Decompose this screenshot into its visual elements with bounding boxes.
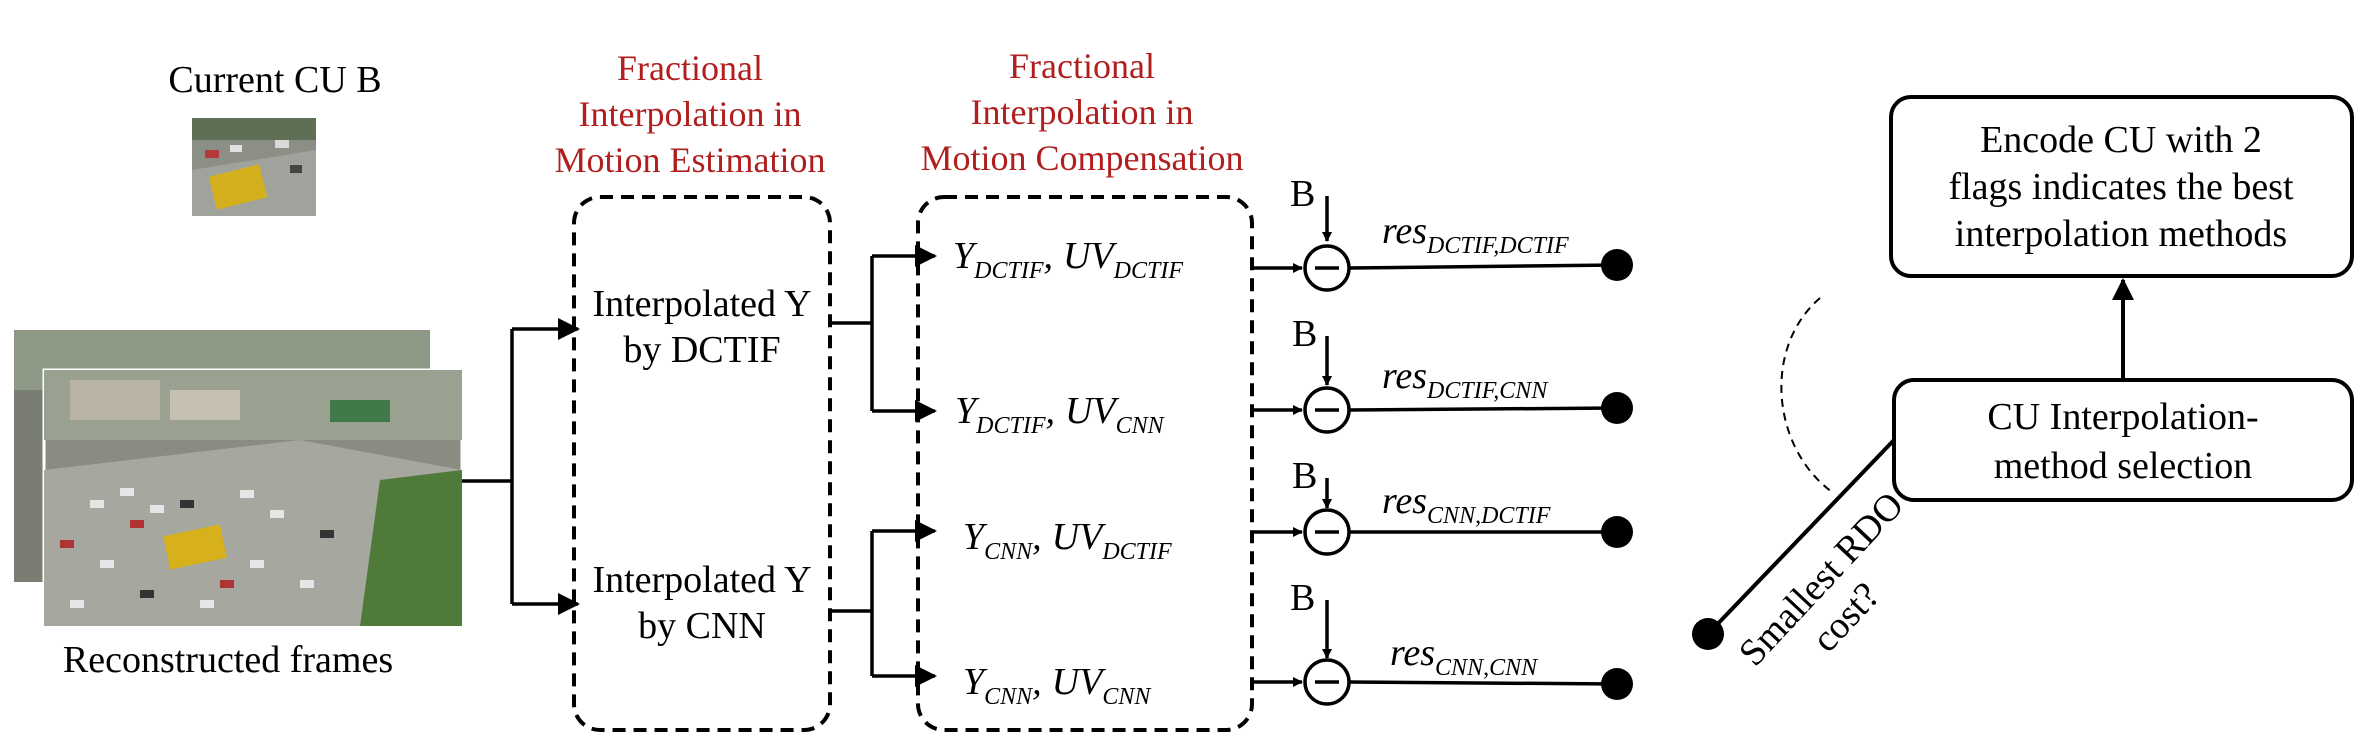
rdo-label: Smallest RDOcost?	[1731, 484, 1944, 704]
combo-y-subscript: DCTIF	[975, 413, 1046, 439]
reconstructed-frames-label: Reconstructed frames	[63, 639, 393, 681]
svg-text:YCNN,UVCNN: YCNN,UVCNN	[963, 661, 1152, 710]
output-node	[1601, 249, 1633, 281]
reconstructed-frames-image	[14, 330, 464, 628]
stage-me-title-line1: Fractional	[617, 48, 763, 88]
combo-y-subscript: CNN	[984, 684, 1034, 710]
residual-symbol: res	[1390, 632, 1435, 674]
interp-dctif-line1: Interpolated Y	[592, 283, 811, 325]
combo-y-symbol: Y	[963, 661, 988, 703]
subtractor-row: B resCNN,DCTIF	[1252, 455, 1633, 556]
current-cu-thumbnail	[192, 118, 316, 216]
block-b-label: B	[1290, 173, 1315, 215]
residual-subscript-1: CNN	[1427, 503, 1477, 529]
encode-line1: Encode CU with 2	[1980, 119, 2262, 161]
residual-subscript-2: CNN	[1489, 655, 1539, 681]
combo-uv-symbol: UV	[1063, 235, 1117, 277]
subtractor-row: B resDCTIF,CNN	[1252, 313, 1633, 434]
residual-subscript-2: DCTIF	[1498, 233, 1569, 259]
svg-text:resCNN,CNN: resCNN,CNN	[1390, 632, 1539, 681]
encode-box	[1889, 95, 2354, 278]
stage-me-title-line3: Motion Estimation	[554, 140, 825, 180]
residual-symbol: res	[1382, 210, 1427, 252]
stage-mc-box	[916, 195, 1254, 732]
block-b-label: B	[1292, 455, 1317, 497]
svg-text:YDCTIF,UVCNN: YDCTIF,UVCNN	[955, 390, 1166, 439]
block-b-label: B	[1290, 577, 1315, 619]
output-node	[1601, 516, 1633, 548]
combo-comma: ,	[1032, 661, 1042, 703]
encode-line3: interpolation methods	[1955, 213, 2287, 255]
svg-text:resCNN,DCTIF: resCNN,DCTIF	[1382, 480, 1551, 529]
combo-row: YCNN,UVDCTIF	[963, 516, 1172, 565]
combo-uv-symbol: UV	[1052, 516, 1106, 558]
svg-text:YCNN,UVDCTIF: YCNN,UVDCTIF	[963, 516, 1172, 565]
combo-y-subscript: DCTIF	[973, 258, 1044, 284]
combo-y-symbol: Y	[963, 516, 988, 558]
combo-y-subscript: CNN	[984, 539, 1034, 565]
residual-comma: ,	[1493, 378, 1499, 404]
residual-comma: ,	[1493, 233, 1499, 259]
selection-line2: method selection	[1994, 445, 2253, 487]
combo-row: YCNN,UVCNN	[963, 661, 1152, 710]
stage-mc-title-line3: Motion Compensation	[921, 138, 1244, 178]
combo-uv-subscript: DCTIF	[1101, 539, 1172, 565]
rdo-switch	[1692, 297, 1896, 650]
combo-row: YDCTIF,UVDCTIF	[953, 235, 1183, 284]
combo-uv-subscript: CNN	[1102, 684, 1152, 710]
svg-text:resDCTIF,DCTIF: resDCTIF,DCTIF	[1382, 210, 1569, 259]
stage-mc-title-line1: Fractional	[1009, 46, 1155, 86]
combo-uv-subscript: DCTIF	[1113, 258, 1184, 284]
residual-comma: ,	[1475, 503, 1481, 529]
svg-text:YDCTIF,UVDCTIF: YDCTIF,UVDCTIF	[953, 235, 1183, 284]
combo-comma: ,	[1043, 235, 1053, 277]
subtractor-row: B resCNN,CNN	[1252, 577, 1633, 706]
residual-symbol: res	[1382, 355, 1427, 397]
interp-cnn-line2: by CNN	[638, 605, 766, 647]
encode-line2: flags indicates the best	[1948, 166, 2294, 208]
combo-uv-subscript: CNN	[1116, 413, 1166, 439]
interp-dctif-line2: by DCTIF	[623, 329, 780, 371]
combo-row: YDCTIF,UVCNN	[955, 390, 1166, 439]
current-cu-label: Current CU B	[168, 59, 381, 101]
stage-me-title-line2: Interpolation in	[579, 94, 802, 134]
switch-pivot-node	[1692, 618, 1724, 650]
combo-uv-symbol: UV	[1052, 661, 1106, 703]
residual-subscript-1: DCTIF	[1426, 233, 1497, 259]
frames-to-interp-connector	[462, 318, 580, 615]
interp-to-combos-connector	[830, 245, 937, 687]
block-b-label: B	[1292, 313, 1317, 355]
output-node	[1601, 392, 1633, 424]
svg-text:resDCTIF,CNN: resDCTIF,CNN	[1382, 355, 1549, 404]
residual-subscript-2: CNN	[1499, 378, 1549, 404]
stage-mc-title-line2: Interpolation in	[971, 92, 1194, 132]
stage-me-box	[572, 195, 832, 732]
interp-cnn-line1: Interpolated Y	[592, 559, 811, 601]
residual-subscript-1: CNN	[1435, 655, 1485, 681]
combo-uv-symbol: UV	[1065, 390, 1119, 432]
output-node	[1601, 668, 1633, 700]
residual-comma: ,	[1483, 655, 1489, 681]
residual-subscript-1: DCTIF	[1426, 378, 1497, 404]
residual-subscript-2: DCTIF	[1480, 503, 1551, 529]
combo-comma: ,	[1045, 390, 1055, 432]
residual-symbol: res	[1382, 480, 1427, 522]
combo-y-symbol: Y	[955, 390, 980, 432]
subtractor-row: B resDCTIF,DCTIF	[1252, 173, 1633, 292]
combo-y-symbol: Y	[953, 235, 978, 277]
combo-comma: ,	[1032, 516, 1042, 558]
selection-line1: CU Interpolation-	[1987, 396, 2258, 438]
